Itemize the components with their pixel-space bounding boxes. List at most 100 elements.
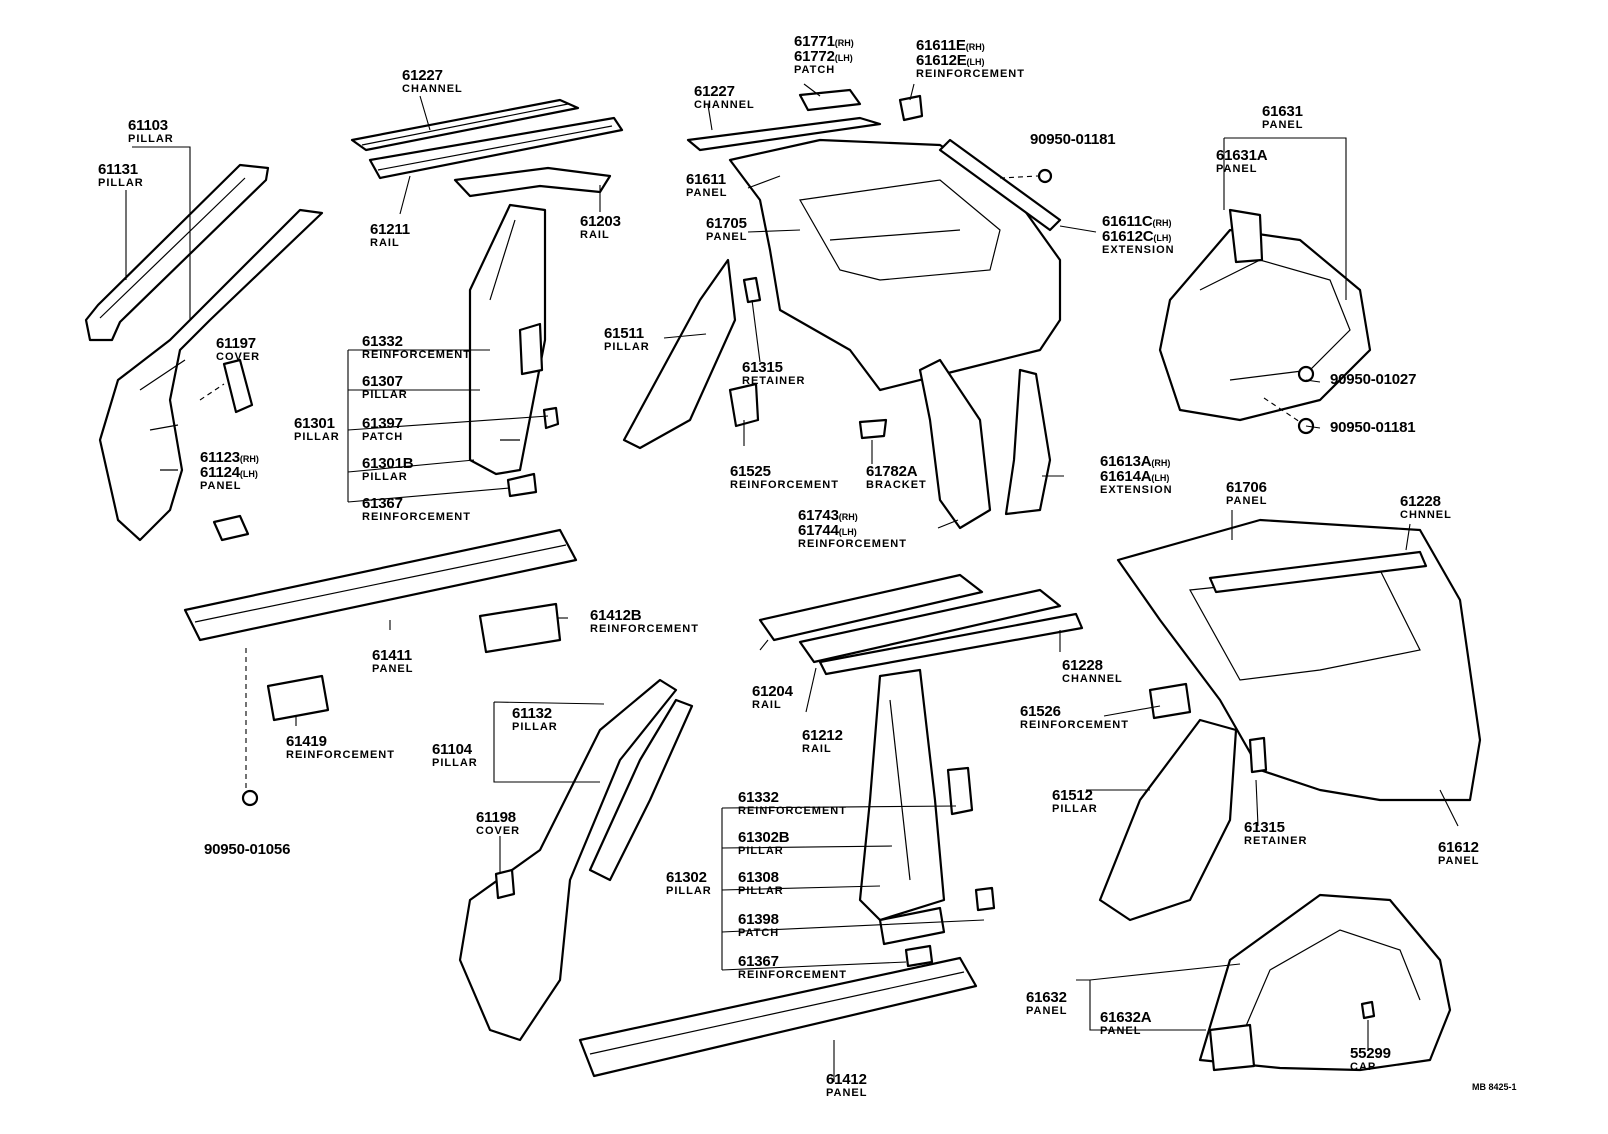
part-desc: PANEL: [1216, 163, 1258, 175]
part-number: 90950-01181: [1030, 131, 1116, 148]
roof-rail-left-group: [350, 98, 624, 498]
part-desc: BRACKET: [866, 479, 927, 491]
part-desc: PANEL: [706, 231, 748, 243]
part-number: 61302: [666, 869, 707, 886]
part-desc: CHANNEL: [1062, 673, 1123, 685]
part-desc: PILLAR: [128, 133, 174, 145]
part-number: 61412B: [590, 607, 642, 624]
part-number: 61412: [826, 1071, 867, 1088]
label-61123: 61123(RH)61124(LH)PANEL: [200, 450, 259, 492]
part-number: 61132: [512, 705, 552, 722]
part-number: 61301B: [362, 455, 414, 472]
center-pillar-lower-group: [458, 678, 978, 1078]
part-desc: CAP: [1350, 1061, 1377, 1073]
part-number: 61706: [1226, 479, 1267, 496]
part-desc: PANEL: [1100, 1025, 1142, 1037]
part-number-2: 61772(LH): [794, 48, 853, 65]
part-desc: COVER: [476, 825, 521, 837]
part-number-2: 61612E(LH): [916, 52, 985, 69]
part-desc: PATCH: [794, 64, 836, 76]
part-desc: PILLAR: [738, 845, 784, 857]
part-number: 61228: [1062, 657, 1103, 674]
part-number: 61411: [372, 647, 412, 664]
part-number: 55299: [1350, 1045, 1391, 1062]
part-desc: PANEL: [372, 663, 414, 675]
part-number-2: 61612C(LH): [1102, 228, 1172, 245]
label-90950-01181-a: 90950-01181: [1030, 131, 1116, 148]
part-desc: REINFORCEMENT: [362, 511, 471, 523]
rocker-panel-left-group: [183, 528, 578, 807]
part-number-2: 61124(LH): [200, 464, 258, 481]
part-number: 61308: [738, 869, 779, 886]
part-number: 61211: [370, 221, 410, 238]
part-number: 61367: [362, 495, 403, 512]
roof-rail-center-group: [758, 573, 1084, 968]
label-61613a: 61613A(RH)61614A(LH)EXTENSION: [1100, 454, 1173, 496]
part-number: 61525: [730, 463, 771, 480]
part-desc: PILLAR: [362, 389, 408, 401]
part-number: 61301: [294, 415, 335, 432]
part-number: 61526: [1020, 703, 1061, 720]
part-number: 61212: [802, 727, 843, 744]
part-desc: REINFORCEMENT: [730, 479, 839, 491]
part-number: 61367: [738, 953, 779, 970]
part-desc: CHNNEL: [1400, 509, 1452, 521]
part-number: 61611: [686, 171, 726, 188]
part-desc: PANEL: [1226, 495, 1268, 507]
part-number: 61398: [738, 911, 779, 928]
part-desc: REINFORCEMENT: [1020, 719, 1129, 731]
part-desc: PATCH: [738, 927, 780, 939]
part-number: 61197: [216, 335, 256, 352]
label-61611e: 61611E(RH)61612E(LH)REINFORCEMENT: [916, 38, 1025, 80]
part-number: 61104: [432, 741, 472, 758]
part-number: 61307: [362, 373, 403, 390]
part-number: 90950-01056: [204, 841, 291, 858]
part-number: 61315: [1244, 819, 1285, 836]
label-61611c: 61611C(RH)61612C(LH)EXTENSION: [1102, 214, 1175, 256]
part-desc: REINFORCEMENT: [590, 623, 699, 635]
part-number: 61771(RH): [794, 33, 854, 50]
part-desc: RETAINER: [742, 375, 806, 387]
part-number-2: 61614A(LH): [1100, 468, 1170, 485]
part-desc: PILLAR: [738, 885, 784, 897]
part-number: 90950-01027: [1330, 371, 1417, 388]
part-desc: PANEL: [1026, 1005, 1068, 1017]
part-number: 61203: [580, 213, 621, 230]
part-desc: RAIL: [580, 229, 610, 241]
part-desc: PANEL: [686, 187, 728, 199]
part-number: 61315: [742, 359, 783, 376]
part-desc: RAIL: [752, 699, 782, 711]
part-desc: PILLAR: [1052, 803, 1098, 815]
part-desc: EXTENSION: [1102, 244, 1175, 256]
part-desc: PILLAR: [604, 341, 650, 353]
part-desc: RETAINER: [1244, 835, 1308, 847]
rear-quarter-panel-group: [1098, 518, 1482, 922]
part-desc: PATCH: [362, 431, 404, 443]
